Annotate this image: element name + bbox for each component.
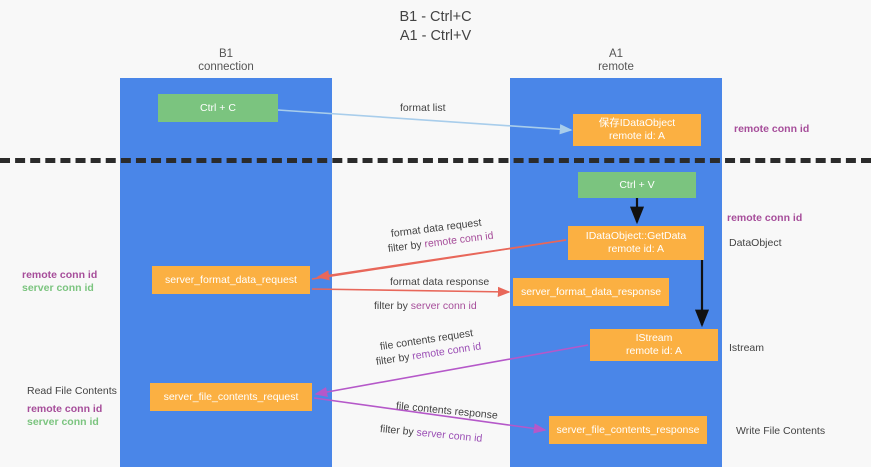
- phase-separator: [0, 158, 871, 163]
- node-ctrl-c[interactable]: Ctrl + C: [158, 94, 278, 122]
- edge-label-format-list: format list: [400, 102, 446, 114]
- node-ctrl-v[interactable]: Ctrl + V: [578, 172, 696, 198]
- node-idataobject-getdata-sub: remote id: A: [607, 243, 665, 255]
- node-server-file-contents-response[interactable]: server_file_contents_response: [549, 416, 707, 444]
- node-istream-label: IStream: [635, 332, 673, 344]
- node-ctrl-v-label: Ctrl + V: [619, 178, 655, 191]
- node-server-file-contents-request-label: server_file_contents_request: [163, 390, 299, 403]
- title-line-2: A1 - Ctrl+V: [399, 28, 472, 44]
- node-idataobject-getdata-label: IDataObject::GetData: [585, 230, 687, 242]
- column-b1-name: B1: [218, 48, 234, 60]
- column-header-b1: B1 connection: [120, 48, 332, 74]
- node-save-idataobject-label: 保存IDataObject: [598, 117, 676, 129]
- node-server-file-contents-response-label: server_file_contents_response: [556, 423, 700, 436]
- node-istream[interactable]: IStream remote id: A: [590, 329, 718, 361]
- node-istream-sub: remote id: A: [625, 345, 683, 357]
- node-ctrl-c-label: Ctrl + C: [200, 101, 236, 114]
- edge-label-file-contents-response: file contents response: [395, 400, 499, 422]
- filter-key-server-conn-id: server conn id: [410, 300, 477, 312]
- annotation-right-write-file-contents: Write File Contents: [736, 425, 826, 437]
- node-save-idataobject[interactable]: 保存IDataObject remote id: A: [573, 114, 701, 146]
- filter-prefix: filter by: [375, 350, 414, 368]
- node-server-format-data-request[interactable]: server_format_data_request: [152, 266, 310, 294]
- filter-prefix: filter by: [374, 300, 411, 312]
- edge-label-format-data-response-filter: filter by server conn id: [374, 300, 477, 312]
- annotation-left-remote-conn-id-mid: remote conn id: [22, 269, 98, 281]
- column-a1-name: A1: [608, 48, 624, 60]
- node-server-file-contents-request[interactable]: server_file_contents_request: [150, 383, 312, 411]
- annotation-left-server-conn-id-bottom: server conn id: [27, 416, 99, 428]
- node-server-format-data-response-label: server_format_data_response: [520, 285, 662, 298]
- column-a1-role: remote: [598, 61, 634, 73]
- annotation-right-istream: Istream: [729, 342, 765, 354]
- edge-label-file-contents-response-filter: filter by server conn id: [379, 423, 482, 445]
- filter-prefix: filter by: [387, 238, 426, 255]
- edge-label-format-data-response: format data response: [390, 276, 490, 288]
- node-idataobject-getdata[interactable]: IDataObject::GetData remote id: A: [568, 226, 704, 260]
- node-save-idataobject-sub: remote id: A: [608, 130, 666, 142]
- annotation-right-remote-conn-id-top: remote conn id: [734, 123, 810, 135]
- column-b1-role: connection: [198, 61, 254, 73]
- title-line-1: B1 - Ctrl+C: [399, 9, 472, 25]
- annotation-right-dataobject: DataObject: [729, 237, 782, 249]
- node-server-format-data-response[interactable]: server_format_data_response: [513, 278, 669, 306]
- annotation-left-server-conn-id-mid: server conn id: [22, 282, 94, 294]
- page-title: B1 - Ctrl+C A1 - Ctrl+V: [0, 8, 871, 46]
- node-server-format-data-request-label: server_format_data_request: [165, 273, 297, 286]
- annotation-left-read-file-contents: Read File Contents: [27, 385, 117, 397]
- filter-prefix: filter by: [379, 423, 418, 439]
- annotation-right-remote-conn-id-mid: remote conn id: [727, 212, 803, 224]
- annotation-left-remote-conn-id-bottom: remote conn id: [27, 403, 103, 415]
- column-header-a1: A1 remote: [510, 48, 722, 74]
- filter-key-server-conn-id: server conn id: [416, 426, 483, 445]
